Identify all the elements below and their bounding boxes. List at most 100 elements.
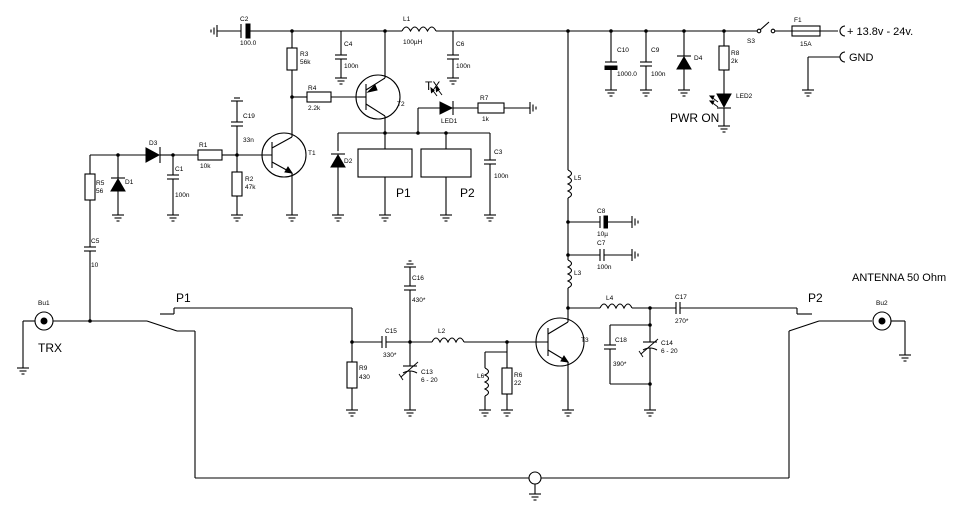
svg-text:C7: C7 <box>597 240 606 247</box>
junction-dot <box>722 29 726 33</box>
svg-text:100n: 100n <box>456 63 471 70</box>
svg-text:6 - 20: 6 - 20 <box>421 377 438 384</box>
svg-text:2k: 2k <box>731 58 739 65</box>
svg-text:S3: S3 <box>747 38 755 45</box>
led1-diode: LED1 <box>430 85 478 125</box>
junction-dot <box>648 382 652 386</box>
svg-text:D1: D1 <box>125 179 134 186</box>
ground-symbols-relays <box>332 214 496 222</box>
svg-text:C4: C4 <box>344 41 353 48</box>
ground-symbol-c2 <box>210 25 218 37</box>
c6-capacitor: C6 100n <box>447 31 471 85</box>
trx-label: TRX <box>38 341 62 355</box>
supply-terminal: + 13.8v - 24v. <box>839 25 913 38</box>
svg-text:GND: GND <box>849 52 874 64</box>
junction-dot <box>566 29 570 33</box>
svg-text:100n: 100n <box>175 192 190 199</box>
svg-text:Bu2: Bu2 <box>876 300 888 307</box>
svg-text:T2: T2 <box>397 101 405 108</box>
svg-text:LED1: LED1 <box>441 118 458 125</box>
svg-text:C8: C8 <box>597 208 606 215</box>
svg-text:2.2k: 2.2k <box>308 105 321 112</box>
svg-text:C1: C1 <box>175 166 184 173</box>
junction-dot <box>644 29 648 33</box>
bu2-connector: Bu2 <box>872 300 911 362</box>
d2-diode: D2 <box>330 153 353 215</box>
svg-text:15A: 15A <box>800 41 812 48</box>
svg-text:L1: L1 <box>403 16 411 23</box>
svg-text:C9: C9 <box>651 47 660 54</box>
svg-text:Bu1: Bu1 <box>38 300 50 307</box>
svg-text:C17: C17 <box>675 294 687 301</box>
relay-coil-p1: P1 <box>357 148 413 215</box>
c5-capacitor: C5 10 <box>84 238 100 321</box>
svg-text:10k: 10k <box>200 163 211 170</box>
r8-resistor: R8 2k <box>718 31 740 94</box>
tx-label: TX <box>425 79 440 93</box>
svg-text:P1: P1 <box>176 291 191 305</box>
junction-dot <box>290 95 294 99</box>
c10-capacitor: C10 1000.0 <box>604 31 637 97</box>
ground-symbol-r7 <box>529 102 537 114</box>
junction-dot <box>383 29 387 33</box>
c9-capacitor: C9 100n <box>640 31 666 97</box>
f1-fuse: F1 15A <box>791 17 821 48</box>
svg-text:C3: C3 <box>494 149 503 156</box>
svg-text:430*: 430* <box>412 297 426 304</box>
svg-text:6 - 20: 6 - 20 <box>661 348 678 355</box>
svg-text:P1: P1 <box>396 186 411 200</box>
r9-resistor: R9 430 <box>346 342 370 417</box>
svg-text:C16: C16 <box>412 275 424 282</box>
svg-text:P2: P2 <box>460 186 475 200</box>
svg-text:F1: F1 <box>794 17 802 24</box>
r4-resistor: R4 2.2k <box>292 85 358 112</box>
c16-capacitor: C16 430* <box>404 260 426 342</box>
c18-capacitor: C18 390* <box>604 308 651 385</box>
svg-text:L6: L6 <box>477 373 485 380</box>
svg-text:D4: D4 <box>694 55 703 62</box>
svg-text:C10: C10 <box>617 47 629 54</box>
bottom-ground-line <box>195 471 789 501</box>
pwr-on-label: PWR ON <box>670 111 719 125</box>
c7-capacitor: C7 100n <box>568 240 639 271</box>
svg-text:C2: C2 <box>240 16 249 23</box>
collector-feed <box>566 31 573 308</box>
svg-text:47k: 47k <box>245 184 256 191</box>
svg-text:T1: T1 <box>308 150 316 157</box>
led2-diode: LED2 <box>708 93 753 133</box>
bu1-connector: Bu1 <box>17 300 147 375</box>
svg-text:C14: C14 <box>661 340 673 347</box>
svg-text:P2: P2 <box>808 291 823 305</box>
svg-text:LED2: LED2 <box>736 93 753 100</box>
junction-dot <box>505 340 509 344</box>
svg-text:R1: R1 <box>199 142 208 149</box>
c3-capacitor: C3 100n <box>484 149 509 215</box>
c17-capacitor: C17 270* <box>675 294 797 325</box>
svg-text:C6: C6 <box>456 41 465 48</box>
svg-text:R7: R7 <box>480 95 489 102</box>
r1-resistor: R1 10k <box>173 142 237 170</box>
svg-text:100.0: 100.0 <box>240 40 257 47</box>
d4-diode: D4 <box>676 31 703 97</box>
junction-dot <box>383 131 387 135</box>
r6-resistor: R6 22 <box>501 352 523 417</box>
svg-text:10µ: 10µ <box>597 231 608 238</box>
svg-text:1k: 1k <box>482 116 490 123</box>
d3-diode: D3 <box>90 140 173 163</box>
c13-trimmer-capacitor: C13 6 - 20 <box>398 342 438 417</box>
l6-inductor: L6 <box>477 352 491 417</box>
l3-label: L3 <box>574 270 582 277</box>
svg-text:270*: 270* <box>675 318 689 325</box>
svg-text:R4: R4 <box>308 85 317 92</box>
junction-dot <box>444 131 448 135</box>
d1-diode: D1 <box>110 153 134 222</box>
l2-inductor: L2 <box>431 328 548 344</box>
svg-text:C5: C5 <box>91 238 100 245</box>
ground-terminal: GND <box>802 51 874 97</box>
c4-capacitor: C4 100n <box>335 31 359 85</box>
c14-trimmer-capacitor: C14 6 - 20 <box>638 325 678 417</box>
svg-text:R8: R8 <box>731 50 740 57</box>
svg-text:1000.0: 1000.0 <box>617 71 637 78</box>
s3-switch: S3 <box>747 21 776 45</box>
r7-resistor: R7 1k <box>477 95 530 123</box>
